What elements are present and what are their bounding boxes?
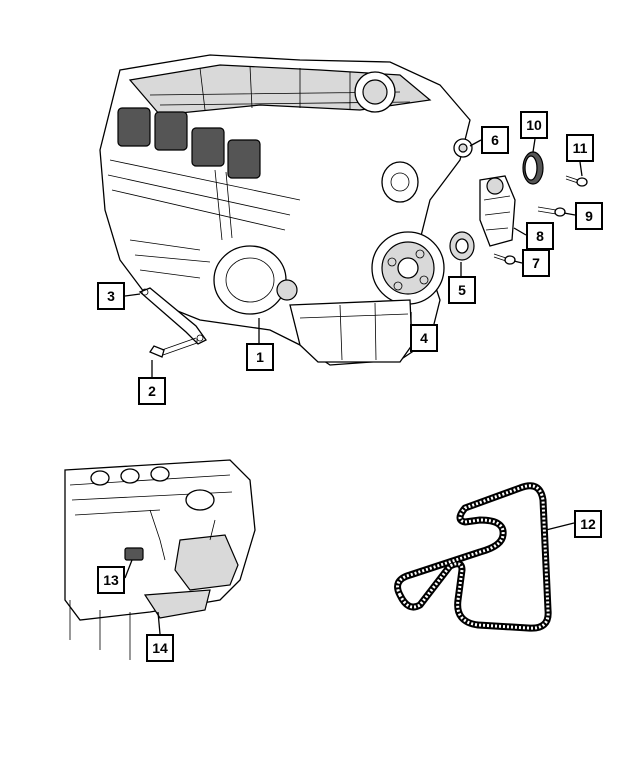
callout-3: 3 bbox=[97, 282, 125, 310]
callout-14: 14 bbox=[146, 634, 174, 662]
callout-11: 11 bbox=[566, 134, 594, 162]
callout-1: 1 bbox=[246, 343, 274, 371]
small-bolt bbox=[565, 175, 588, 187]
callout-10: 10 bbox=[520, 111, 548, 139]
callout-6: 6 bbox=[481, 126, 509, 154]
long-bolt bbox=[149, 337, 198, 358]
tensioner-bolt bbox=[537, 206, 566, 217]
callout-5: 5 bbox=[448, 276, 476, 304]
serpentine-belt bbox=[394, 482, 552, 632]
callout-9: 9 bbox=[575, 202, 603, 230]
pulley-bolt bbox=[493, 253, 516, 265]
engine-assembly bbox=[99, 54, 473, 366]
callout-8: 8 bbox=[526, 222, 554, 250]
callout-2: 2 bbox=[138, 377, 166, 405]
idler-pulley-lower bbox=[449, 231, 475, 261]
callout-12: 12 bbox=[574, 510, 602, 538]
callout-4: 4 bbox=[410, 324, 438, 352]
belt-tensioner bbox=[479, 175, 516, 247]
callout-7: 7 bbox=[522, 249, 550, 277]
idler-pulley bbox=[522, 151, 544, 185]
callout-13: 13 bbox=[97, 566, 125, 594]
